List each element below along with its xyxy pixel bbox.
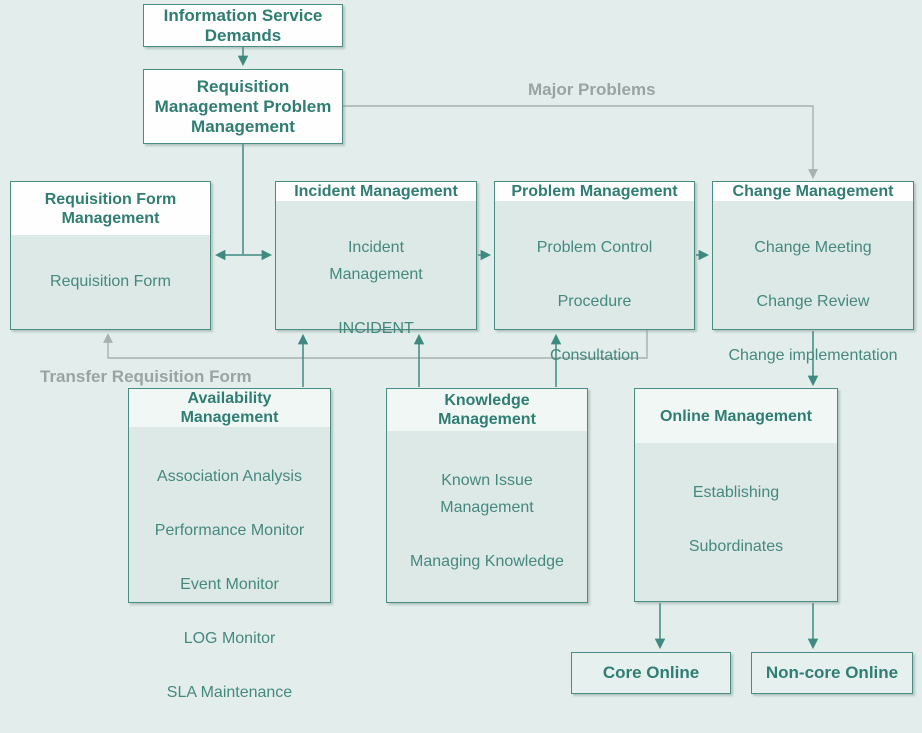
node-body-item: SLA Maintenance xyxy=(166,684,293,701)
node-body-item: Known Issue Management xyxy=(440,472,534,516)
node-body: Requisition Form xyxy=(11,235,210,329)
node-body-item: Association Analysis xyxy=(157,468,302,485)
node-body: Incident Management INCIDENT xyxy=(276,201,476,369)
node-body-item: Change implementation xyxy=(728,347,898,364)
node-body-item: INCIDENT xyxy=(338,320,414,337)
node-title: Availability Management xyxy=(129,389,330,427)
node-body-item: Incident Management xyxy=(329,239,423,283)
node-knowledge-management: Knowledge Management Known Issue Managem… xyxy=(386,388,588,603)
node-title: Information Service Demands xyxy=(163,5,323,45)
node-body-item: Event Monitor xyxy=(180,576,279,593)
node-online-management: Online Management Establishing Subordina… xyxy=(634,388,838,602)
node-title: Non-core Online xyxy=(765,663,899,682)
node-body: Association Analysis Performance Monitor… xyxy=(129,427,330,733)
node-body-item: Managing Knowledge xyxy=(410,553,564,570)
node-title: Problem Management xyxy=(495,182,694,201)
edge-label-major-problems: Major Problems xyxy=(528,80,656,99)
node-body-item: Establishing xyxy=(692,484,780,501)
node-information-service-demands: Information Service Demands xyxy=(143,4,343,47)
node-title: Core Online xyxy=(602,663,700,682)
flowchart-canvas: Information Service Demands Requisition … xyxy=(10,4,914,701)
node-body: Problem Control Procedure Consultation xyxy=(495,201,694,396)
connector-major-problems xyxy=(343,105,818,179)
node-title: Requisition Form Management xyxy=(11,182,210,235)
node-title: Requisition Management Problem Managemen… xyxy=(154,76,332,136)
node-title: Incident Management xyxy=(276,182,476,201)
node-title: Change Management xyxy=(713,182,913,201)
node-body-item: Subordinates xyxy=(688,538,784,555)
node-body: Change Meeting Change Review Change impl… xyxy=(713,201,913,396)
node-body-item: Problem Control xyxy=(536,239,653,256)
node-requisition-management: Requisition Management Problem Managemen… xyxy=(143,69,343,144)
node-availability-management: Availability Management Association Anal… xyxy=(128,388,331,701)
node-problem-management: Problem Management Problem Control Proce… xyxy=(494,181,695,364)
node-change-management: Change Management Change Meeting Change … xyxy=(712,181,914,364)
node-body-item: Procedure xyxy=(557,293,632,310)
node-non-core-online: Non-core Online xyxy=(751,652,913,694)
node-title: Knowledge Management xyxy=(387,389,587,431)
node-body: Known Issue Management Managing Knowledg… xyxy=(387,431,587,602)
node-incident-management: Incident Management Incident Management … xyxy=(275,181,477,337)
edge-label-transfer-requisition-form: Transfer Requisition Form xyxy=(40,367,252,386)
node-body-item: Performance Monitor xyxy=(154,522,305,539)
node-body-item: LOG Monitor xyxy=(183,630,276,647)
node-body-item: Consultation xyxy=(550,347,639,364)
node-core-online: Core Online xyxy=(571,652,731,694)
node-body: Establishing Subordinates xyxy=(635,443,837,601)
node-requisition-form-management: Requisition Form Management Requisition … xyxy=(10,181,211,330)
node-body-item: Requisition Form xyxy=(50,273,171,290)
node-body-item: Change Meeting xyxy=(754,239,872,256)
node-title: Online Management xyxy=(635,389,837,443)
node-body-item: Change Review xyxy=(756,293,870,310)
